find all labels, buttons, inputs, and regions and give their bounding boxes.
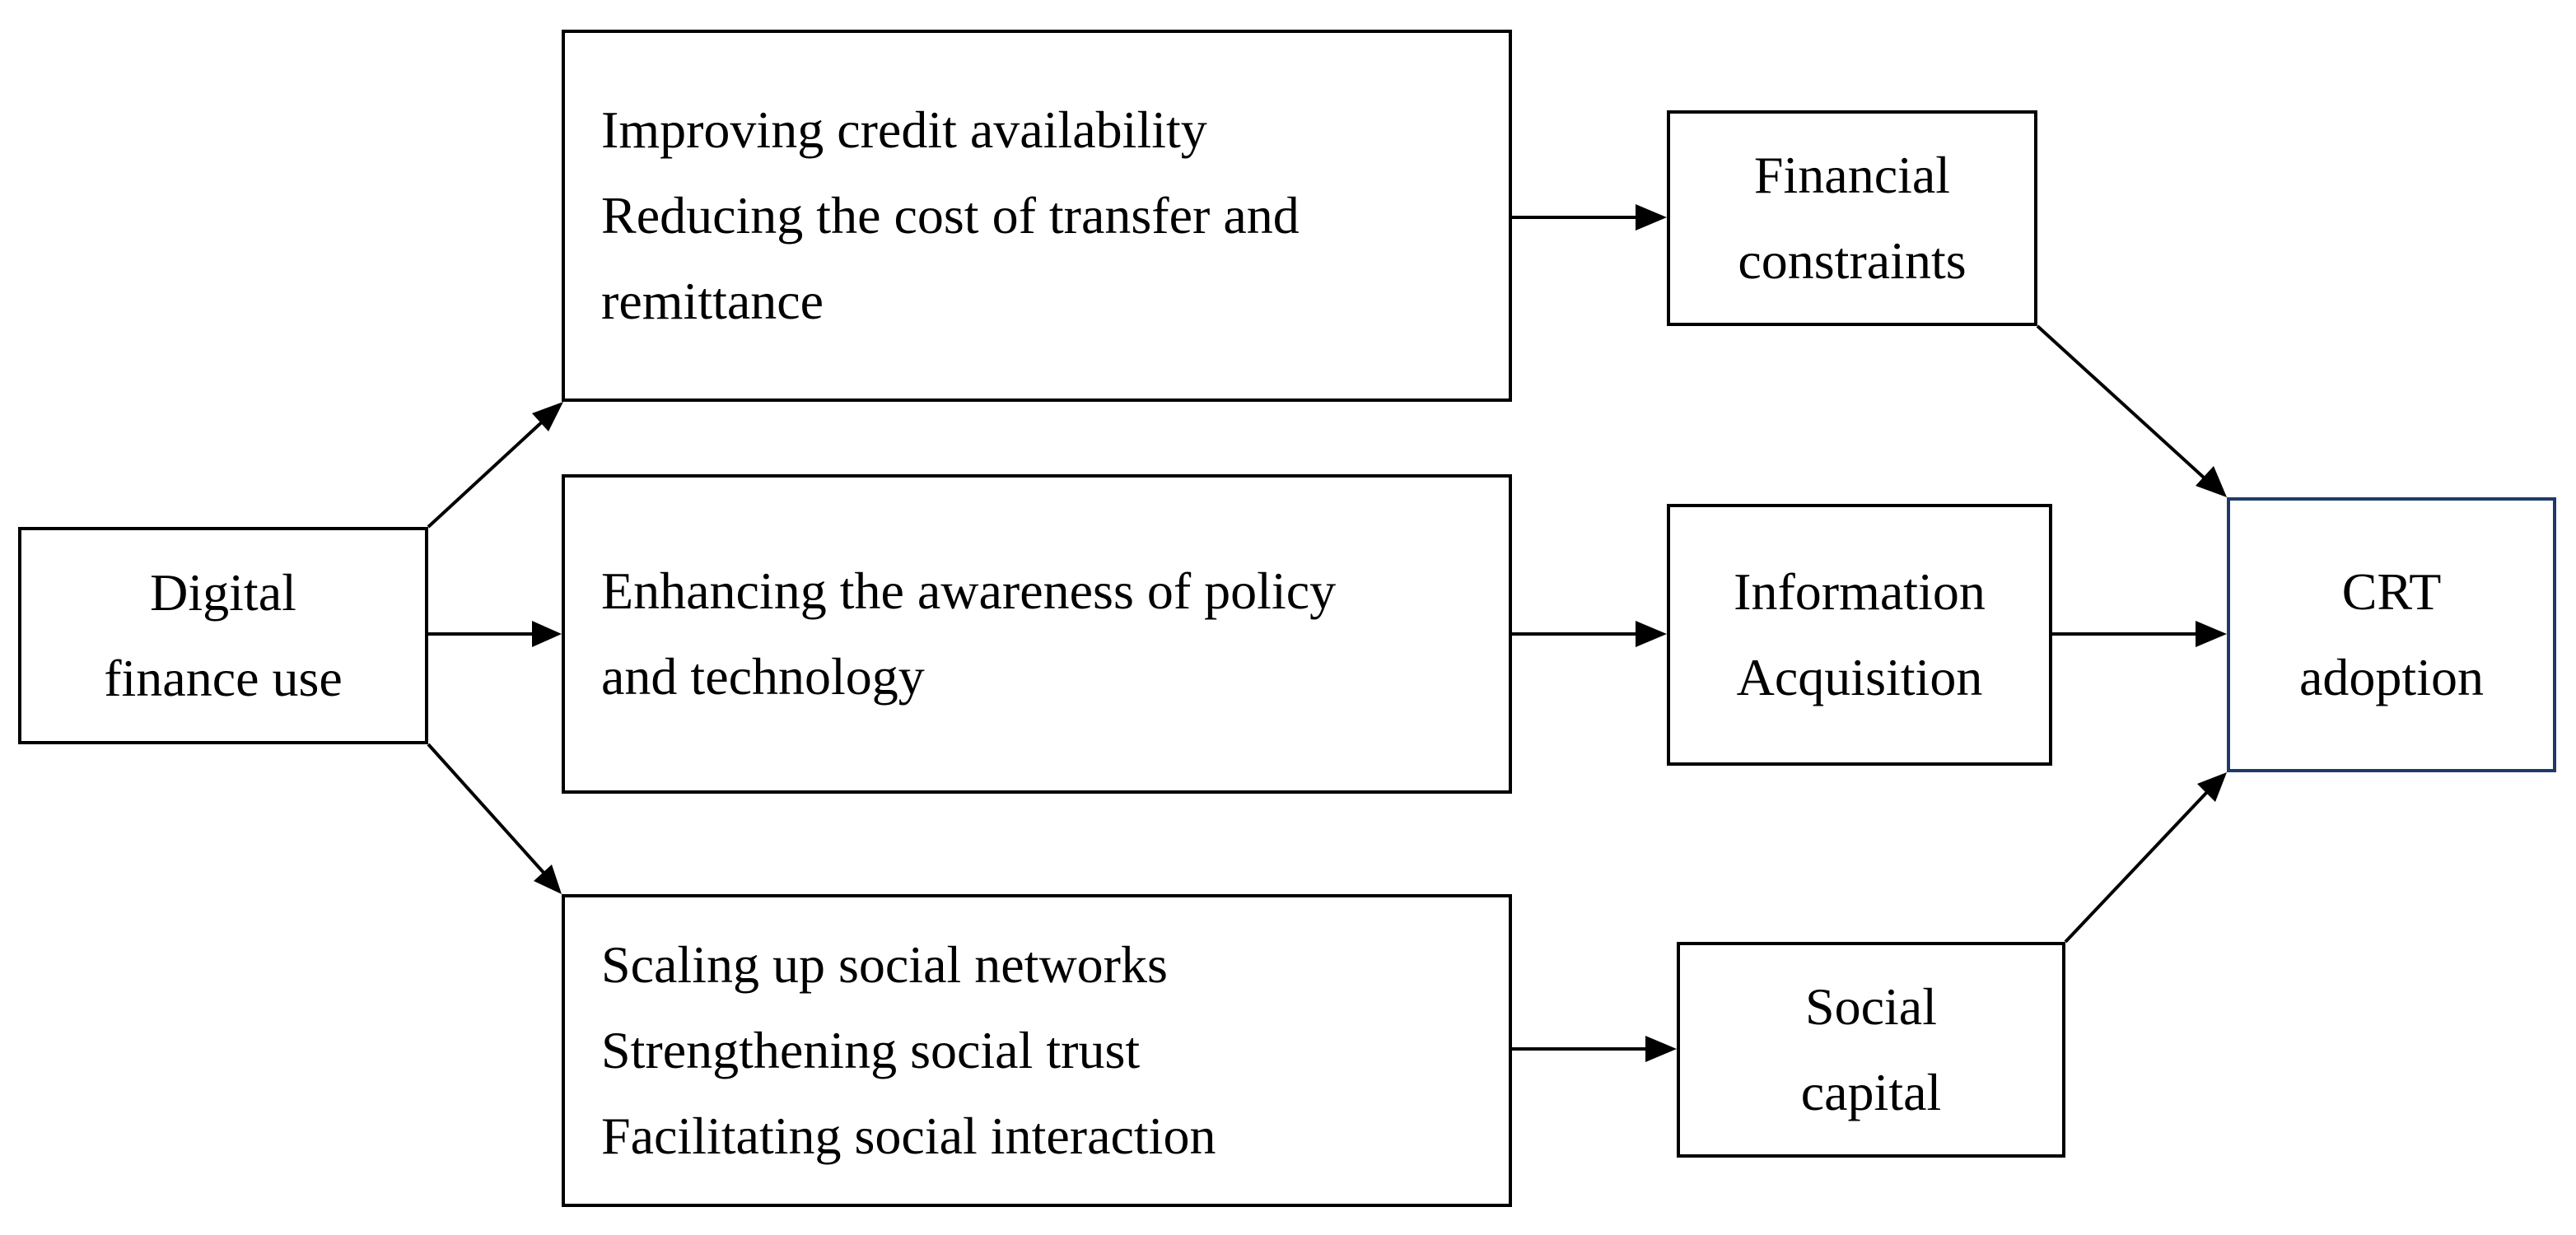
node-awareness-mechanism-line-1: Enhancing the awareness of policy (601, 562, 1337, 620)
arrowhead-social-to-capital (1645, 1036, 1677, 1062)
node-financial-constraints-line-1: Financial (1753, 146, 1951, 204)
node-credit-mechanism-line-1: Improving credit availability (601, 100, 1207, 159)
node-social-capital-line-2: capital (1800, 1063, 1942, 1121)
arrowhead-information-to-crt (2196, 621, 2227, 647)
node-information-acquisition-line-1: Information (1734, 562, 1986, 621)
arrowhead-digital-to-social (534, 864, 562, 894)
node-credit-mechanism-line-2: Reducing the cost of transfer and (601, 186, 1300, 245)
node-financial-constraints-line-2: constraints (1738, 231, 1967, 290)
arrow-digital-to-social (427, 743, 547, 876)
node-digital-finance-use-line-2: finance use (104, 649, 343, 707)
node-information-acquisition-line-2: Acquisition (1736, 648, 1983, 706)
node-information-acquisition: Information Acquisition (1667, 504, 2052, 766)
node-social-capital-line-1: Social (1805, 977, 1937, 1036)
node-credit-mechanism: Improving credit availability Reducing t… (562, 30, 1512, 402)
arrowhead-capital-to-crt (2197, 772, 2227, 802)
node-awareness-mechanism: Enhancing the awareness of policy and te… (562, 474, 1512, 794)
node-social-mechanism-line-2: Strengthening social trust (601, 1021, 1141, 1079)
node-awareness-mechanism-line-2: and technology (601, 647, 925, 706)
node-crt-adoption-line-2: adoption (2299, 648, 2484, 706)
arrowhead-financial-to-crt (2196, 466, 2227, 497)
arrow-capital-to-crt (2064, 790, 2209, 944)
arrowhead-digital-to-awareness (532, 621, 562, 647)
arrowhead-credit-to-financial (1636, 204, 1667, 231)
node-financial-constraints: Financial constraints (1667, 110, 2037, 326)
arrowhead-digital-to-credit (532, 402, 563, 431)
node-digital-finance-use: Digital finance use (18, 527, 428, 744)
node-digital-finance-use-line-1: Digital (150, 563, 296, 622)
node-social-capital: Social capital (1677, 942, 2065, 1158)
node-crt-adoption-line-1: CRT (2341, 562, 2442, 621)
node-social-mechanism: Scaling up social networks Strengthening… (562, 894, 1512, 1207)
node-crt-adoption: CRT adoption (2227, 497, 2556, 772)
arrow-financial-to-crt (2036, 324, 2205, 479)
node-credit-mechanism-line-3: remittance (601, 272, 824, 330)
arrowhead-awareness-to-information (1636, 621, 1667, 647)
node-social-mechanism-line-1: Scaling up social networks (601, 935, 1168, 994)
arrow-digital-to-credit (427, 407, 558, 529)
node-social-mechanism-line-3: Facilitating social interaction (601, 1107, 1216, 1165)
